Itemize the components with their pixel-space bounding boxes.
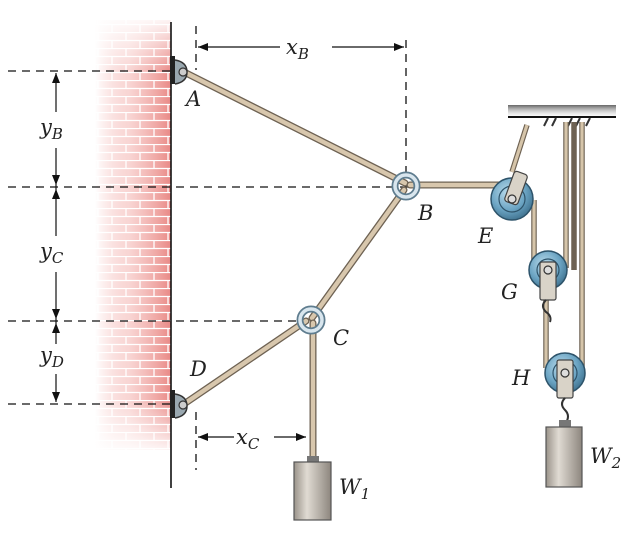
- label-A: A: [184, 87, 201, 111]
- label-C: C: [333, 326, 349, 350]
- label-G: G: [501, 280, 518, 304]
- cord-BC: [308, 186, 408, 322]
- brick-wall: [95, 20, 172, 488]
- dimension-xB: xB: [198, 35, 404, 63]
- ring-C: [296, 305, 326, 335]
- pulley-G: [528, 250, 568, 323]
- label-yD: yD: [39, 343, 64, 371]
- cord-CD: [180, 317, 310, 408]
- pulley-H: [544, 352, 586, 425]
- ring-B: [391, 171, 421, 201]
- label-D: D: [189, 357, 207, 381]
- label-xC: xC: [236, 425, 260, 453]
- reference-lines: [8, 26, 505, 470]
- label-H: H: [511, 366, 531, 390]
- cord-AB: [180, 68, 409, 187]
- pulley-cords: [509, 122, 585, 370]
- label-yB: yB: [39, 115, 63, 143]
- bracket-A: [170, 56, 188, 85]
- weight-W1: W1: [293, 456, 370, 521]
- label-B: B: [417, 201, 433, 225]
- dimension-y-stack: yB yC yD: [36, 73, 78, 402]
- bracket-D: [170, 390, 188, 419]
- dimension-xC: xC: [198, 425, 306, 453]
- label-xB: xB: [286, 35, 309, 63]
- label-yC: yC: [39, 239, 64, 267]
- label-W2: W2: [590, 444, 621, 472]
- label-W1: W1: [339, 475, 370, 503]
- pulley-E: [490, 170, 534, 221]
- weight-W2: W2: [545, 420, 621, 488]
- label-E: E: [477, 224, 493, 248]
- ceiling: [508, 105, 616, 127]
